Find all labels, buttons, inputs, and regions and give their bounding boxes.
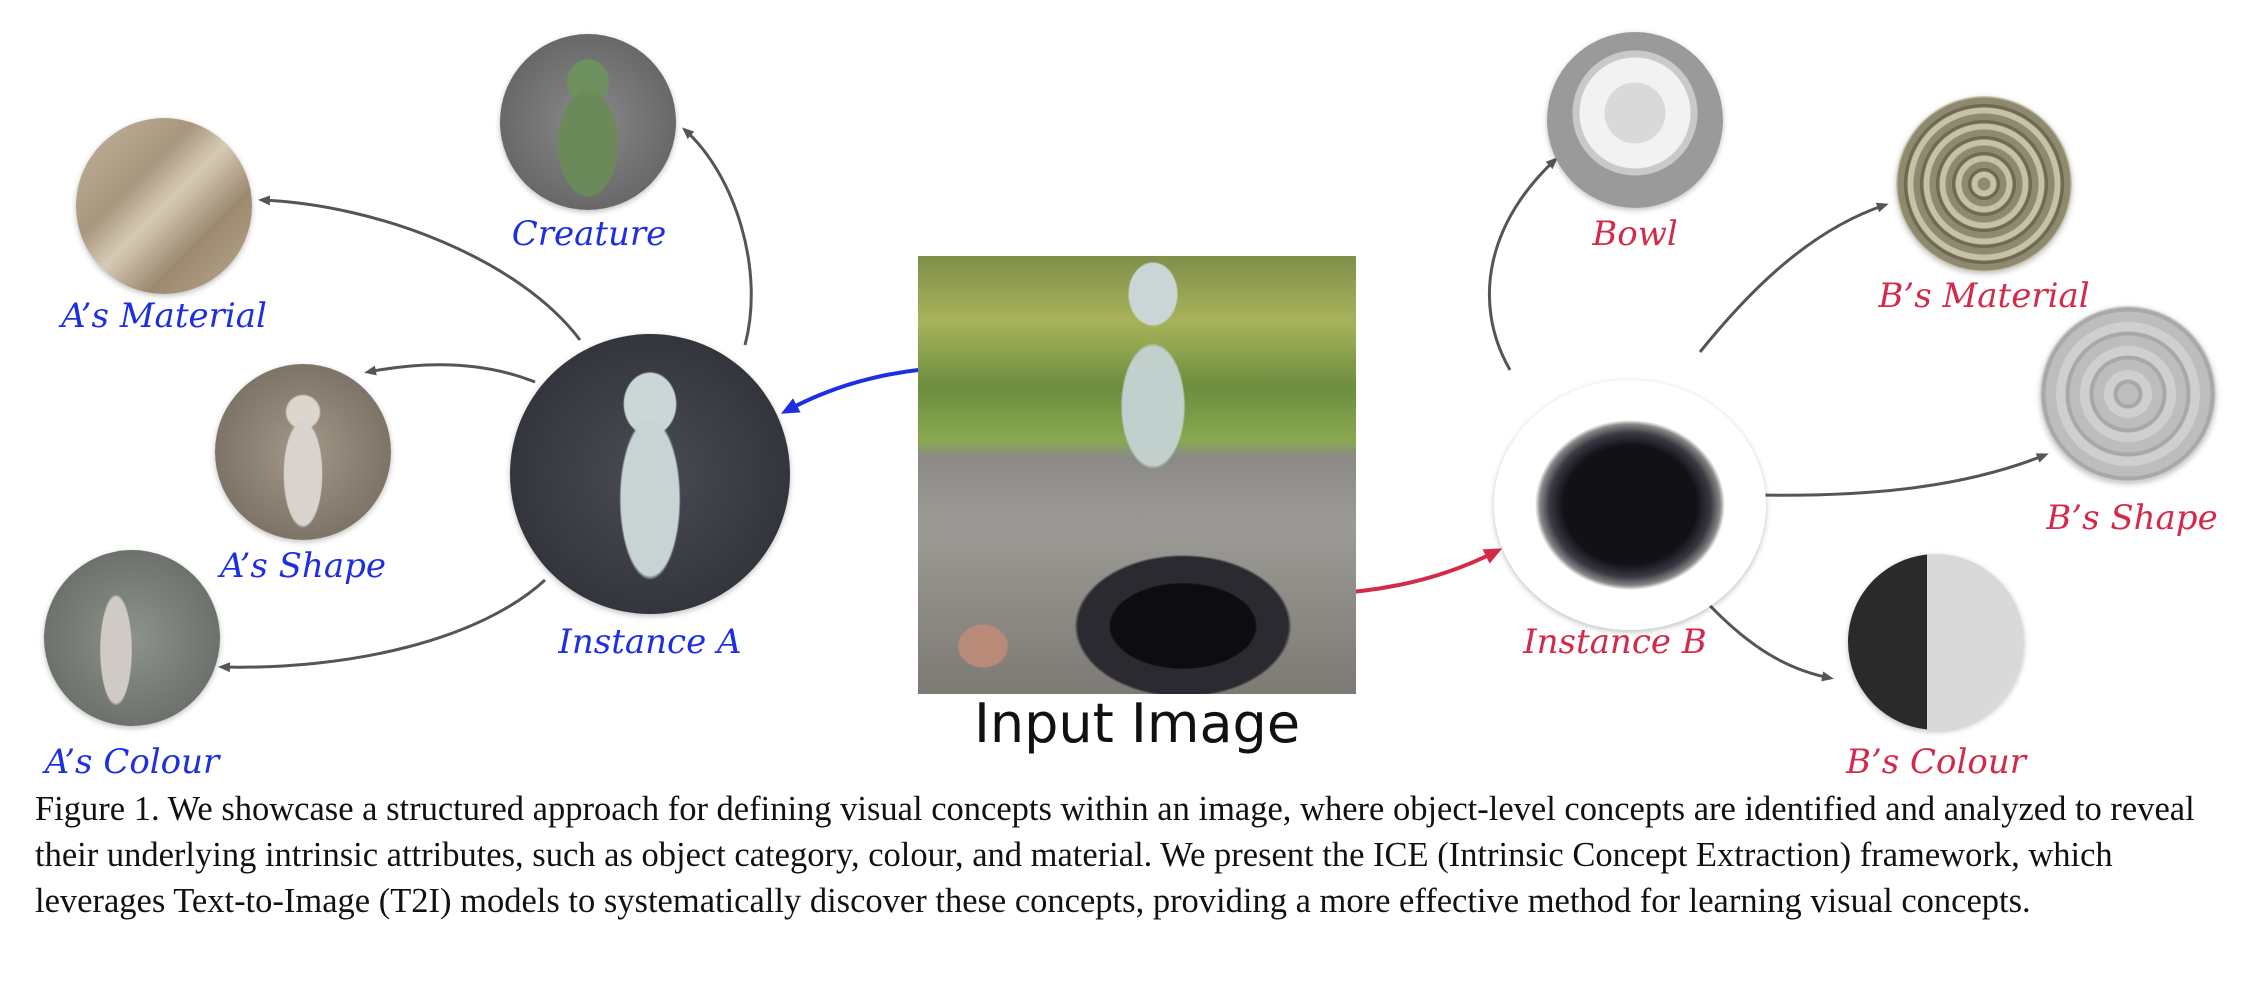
arrow-a-to-shape bbox=[364, 363, 536, 384]
instance-b-image bbox=[1494, 380, 1766, 630]
arrow-a-to-creature bbox=[682, 127, 753, 346]
concept-figure: Input Image Creature A’s Material A’s Sh… bbox=[44, 32, 2218, 782]
instance-a-image bbox=[510, 334, 790, 614]
figure-caption: Figure 1. We showcase a structured appro… bbox=[35, 790, 2195, 920]
arrow-b-to-material bbox=[1698, 202, 1889, 353]
bowl-image bbox=[1547, 32, 1723, 208]
label-a-material: A’s Material bbox=[61, 296, 267, 336]
label-creature: Creature bbox=[511, 214, 667, 254]
a-material-image bbox=[76, 118, 252, 294]
label-instance-a: Instance A bbox=[558, 622, 742, 662]
input-image bbox=[918, 256, 1356, 694]
a-colour-image bbox=[44, 550, 220, 726]
label-a-shape: A’s Shape bbox=[220, 546, 386, 586]
arrow-b-to-bowl bbox=[1488, 157, 1558, 371]
label-instance-b: Instance B bbox=[1523, 622, 1707, 662]
creature-image bbox=[500, 34, 676, 210]
figurine bbox=[1098, 256, 1208, 556]
arrow-b-to-shape bbox=[1759, 453, 2049, 497]
b-material-image bbox=[1896, 96, 2072, 272]
label-b-colour: B’s Colour bbox=[1845, 742, 2027, 782]
b-shape-image bbox=[2040, 306, 2216, 482]
label-bowl: Bowl bbox=[1592, 214, 1678, 254]
a-shape-image bbox=[215, 364, 391, 540]
label-b-shape: B’s Shape bbox=[2046, 498, 2218, 538]
b-colour-image bbox=[1848, 554, 2024, 730]
input-image-title: Input Image bbox=[973, 692, 1301, 755]
label-b-material: B’s Material bbox=[1878, 276, 2090, 316]
label-a-colour: A’s Colour bbox=[44, 742, 220, 782]
arrow-a-to-colour bbox=[218, 578, 547, 673]
arrow-a-to-material bbox=[258, 195, 582, 341]
arrow-b-to-colour bbox=[1698, 593, 1834, 682]
